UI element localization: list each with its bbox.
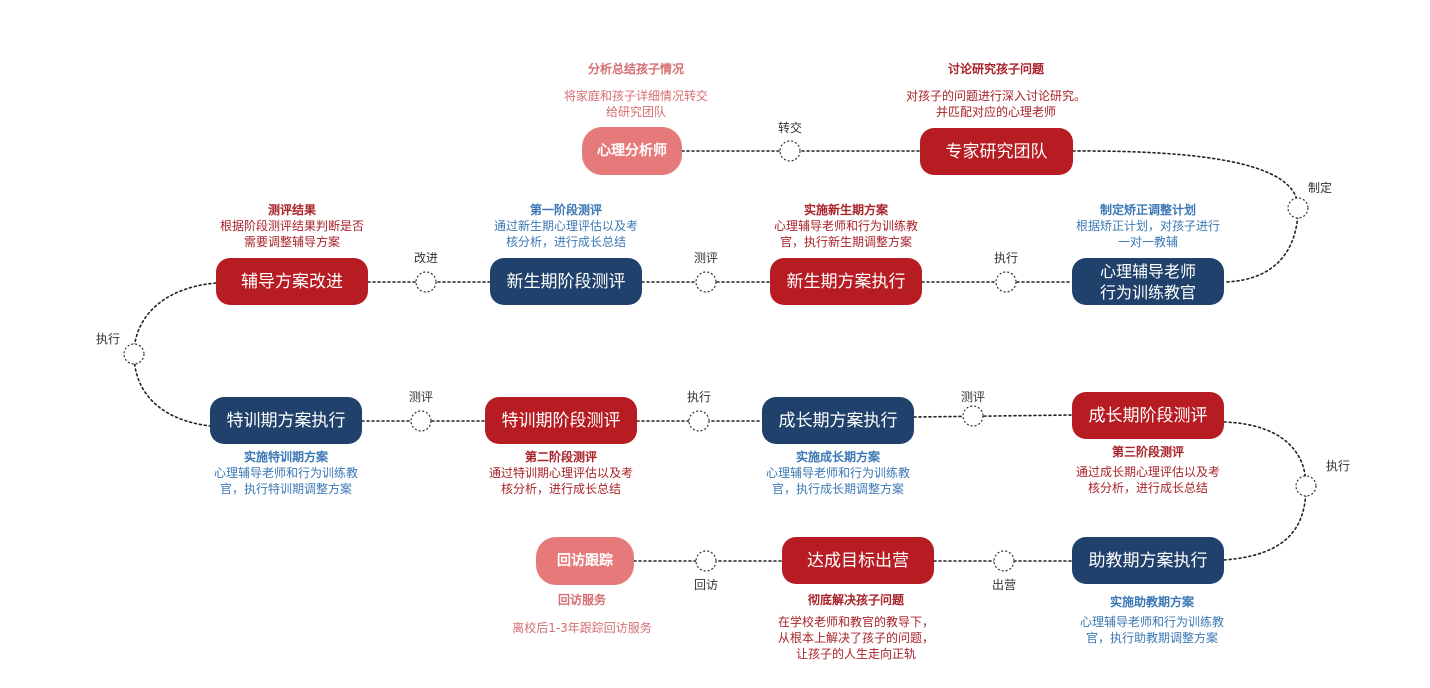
annotation-expert-title: 讨论研究孩子问题 [947, 62, 1044, 76]
annotation-stage3-line-2: 核分析，进行成长总结 [1087, 481, 1208, 495]
annotation-analyst-line-2: 给研究团队 [605, 105, 666, 119]
node-growth-eval: 成长期阶段测评 [1072, 392, 1224, 439]
node-new-exec: 新生期方案执行 [770, 258, 922, 305]
label-execute-1: 执行 [993, 251, 1018, 265]
annotation-correction: 制定矫正调整计划 根据矫正计划，对孩子进行 一对一教辅 [1032, 202, 1264, 250]
annotation-new-plan-line-1: 心理辅导老师和行为训练教 [773, 219, 918, 233]
annotation-special-plan-line-1: 心理辅导老师和行为训练教 [213, 466, 358, 480]
annotation-expert-line-2: 并匹配对应的心理老师 [935, 105, 1056, 119]
annotation-analyst: 分析总结孩子情况 将家庭和孩子详细情况转交 给研究团队 [520, 61, 752, 120]
label-execute-2: 执行 [95, 332, 120, 346]
node-follow-up: 回访跟踪 [536, 537, 634, 585]
node-expert-team: 专家研究团队 [920, 128, 1073, 175]
annotation-result: 测评结果 根据阶段测评结果判断是否 需要调整辅导方案 [176, 202, 408, 250]
annotation-stage1: 第一阶段测评 通过新生期心理评估以及考 核分析，进行成长总结 [450, 202, 682, 250]
node-psych-analyst: 心理分析师 [582, 127, 682, 175]
annotation-stage1-line-1: 通过新生期心理评估以及考 [493, 219, 638, 233]
link-improve-special [133, 282, 217, 427]
node-counselor-instructor: 心理辅导老师 行为训练教官 [1072, 258, 1224, 305]
label-graduate: 出营 [991, 578, 1016, 592]
annotation-follow-line-1: 离校后1-3年跟踪回访服务 [512, 621, 652, 635]
node-assist-exec: 助教期方案执行 [1072, 537, 1224, 584]
label-improve: 改进 [413, 251, 438, 265]
annotation-stage3: 第三阶段测评 通过成长期心理评估以及考 核分析，进行成长总结 [1032, 444, 1264, 496]
annotation-stage2-line-2: 核分析，进行成长总结 [500, 482, 621, 496]
annotation-new-plan-title: 实施新生期方案 [803, 203, 888, 217]
link-growthexec-growtheval [913, 414, 1073, 418]
annotation-correction-line-2: 一对一教辅 [1117, 235, 1178, 249]
label-evaluate-1: 测评 [693, 251, 718, 265]
annotation-follow: 回访服务 离校后1-3年跟踪回访服务 [466, 592, 698, 636]
connector-circle-evaluate-2 [410, 410, 432, 432]
annotation-assist-plan-line-2: 官，执行助教期调整方案 [1085, 631, 1218, 645]
annotation-solve-line-1: 在学校老师和教官的教导下， [777, 615, 934, 629]
annotation-growth-plan-line-2: 官，执行成长期调整方案 [771, 482, 904, 496]
annotation-solve-line-3: 让孩子的人生走向正轨 [795, 647, 916, 661]
annotation-solve: 彻底解决孩子问题 在学校老师和教官的教导下， 从根本上解决了孩子的问题， 让孩子… [740, 592, 972, 662]
label-evaluate-2: 测评 [408, 390, 433, 404]
annotation-special-plan-line-2: 官，执行特训期调整方案 [219, 482, 352, 496]
annotation-stage2-title: 第二阶段测评 [524, 450, 597, 464]
annotation-result-title: 测评结果 [267, 203, 316, 217]
connector-circle-formulate [1287, 197, 1309, 219]
connector-circle-execute-2 [123, 343, 145, 365]
label-formulate: 制定 [1307, 181, 1332, 195]
label-execute-4: 执行 [1325, 459, 1350, 473]
annotation-analyst-title: 分析总结孩子情况 [587, 62, 684, 76]
annotation-assist-plan-line-1: 心理辅导老师和行为训练教 [1079, 615, 1224, 629]
annotation-stage1-title: 第一阶段测评 [529, 203, 602, 217]
label-transfer: 转交 [777, 121, 802, 135]
annotation-assist-plan-title: 实施助教期方案 [1109, 595, 1194, 609]
connector-circle-evaluate-1 [695, 271, 717, 293]
annotation-growth-plan: 实施成长期方案 心理辅导老师和行为训练教 官，执行成长期调整方案 [722, 449, 954, 497]
node-new-eval: 新生期阶段测评 [490, 258, 642, 305]
node-counselor-line-1: 心理辅导老师 [1099, 261, 1196, 281]
annotation-stage2: 第二阶段测评 通过特训期心理评估以及考 核分析，进行成长总结 [445, 449, 677, 497]
annotation-correction-line-1: 根据矫正计划，对孩子进行 [1075, 219, 1220, 233]
annotation-stage3-line-1: 通过成长期心理评估以及考 [1075, 465, 1220, 479]
annotation-result-line-1: 根据阶段测评结果判断是否 [219, 219, 364, 233]
annotation-special-plan: 实施特训期方案 心理辅导老师和行为训练教 官，执行特训期调整方案 [170, 449, 402, 497]
node-plan-improve: 辅导方案改进 [216, 258, 368, 305]
node-counselor-line-2: 行为训练教官 [1099, 282, 1196, 302]
annotation-expert-line-1: 对孩子的问题进行深入讨论研究。 [905, 89, 1086, 103]
connector-circle-improve [415, 271, 437, 293]
connector-circle-evaluate-3 [962, 405, 984, 427]
annotation-solve-line-2: 从根本上解决了孩子的问题， [777, 631, 934, 645]
annotation-assist-plan: 实施助教期方案 心理辅导老师和行为训练教 官，执行助教期调整方案 [1036, 594, 1268, 646]
connector-circle-follow [695, 550, 717, 572]
annotation-expert: 讨论研究孩子问题 对孩子的问题进行深入讨论研究。 并匹配对应的心理老师 [880, 61, 1112, 120]
annotation-new-plan-line-2: 官，执行新生期调整方案 [779, 235, 912, 249]
annotation-stage3-title: 第三阶段测评 [1111, 445, 1184, 459]
connector-circle-transfer [779, 140, 801, 162]
annotation-correction-title: 制定矫正调整计划 [1099, 203, 1196, 217]
node-growth-exec: 成长期方案执行 [762, 397, 914, 444]
node-special-exec: 特训期方案执行 [210, 397, 362, 444]
annotation-new-plan: 实施新生期方案 心理辅导老师和行为训练教 官，执行新生期调整方案 [730, 202, 962, 250]
connector-circle-execute-1 [995, 271, 1017, 293]
label-follow: 回访 [693, 578, 718, 592]
annotation-stage1-line-2: 核分析，进行成长总结 [505, 235, 626, 249]
connector-circle-graduate [993, 550, 1015, 572]
connector-circle-execute-4 [1295, 475, 1317, 497]
label-execute-3: 执行 [686, 390, 711, 404]
link-expert-counselor [1072, 150, 1299, 283]
node-special-eval: 特训期阶段测评 [485, 397, 637, 444]
annotation-solve-title: 彻底解决孩子问题 [807, 593, 904, 607]
annotation-follow-title: 回访服务 [557, 593, 606, 607]
annotation-result-line-2: 需要调整辅导方案 [243, 235, 340, 249]
annotation-special-plan-title: 实施特训期方案 [243, 450, 328, 464]
annotation-growth-plan-line-1: 心理辅导老师和行为训练教 [765, 466, 910, 480]
annotation-growth-plan-title: 实施成长期方案 [795, 450, 880, 464]
connector-circle-execute-3 [688, 410, 710, 432]
annotation-analyst-line-1: 将家庭和孩子详细情况转交 [563, 89, 708, 103]
label-evaluate-3: 测评 [960, 390, 985, 404]
annotation-stage2-line-1: 通过特训期心理评估以及考 [488, 466, 633, 480]
node-graduate: 达成目标出营 [782, 537, 934, 584]
